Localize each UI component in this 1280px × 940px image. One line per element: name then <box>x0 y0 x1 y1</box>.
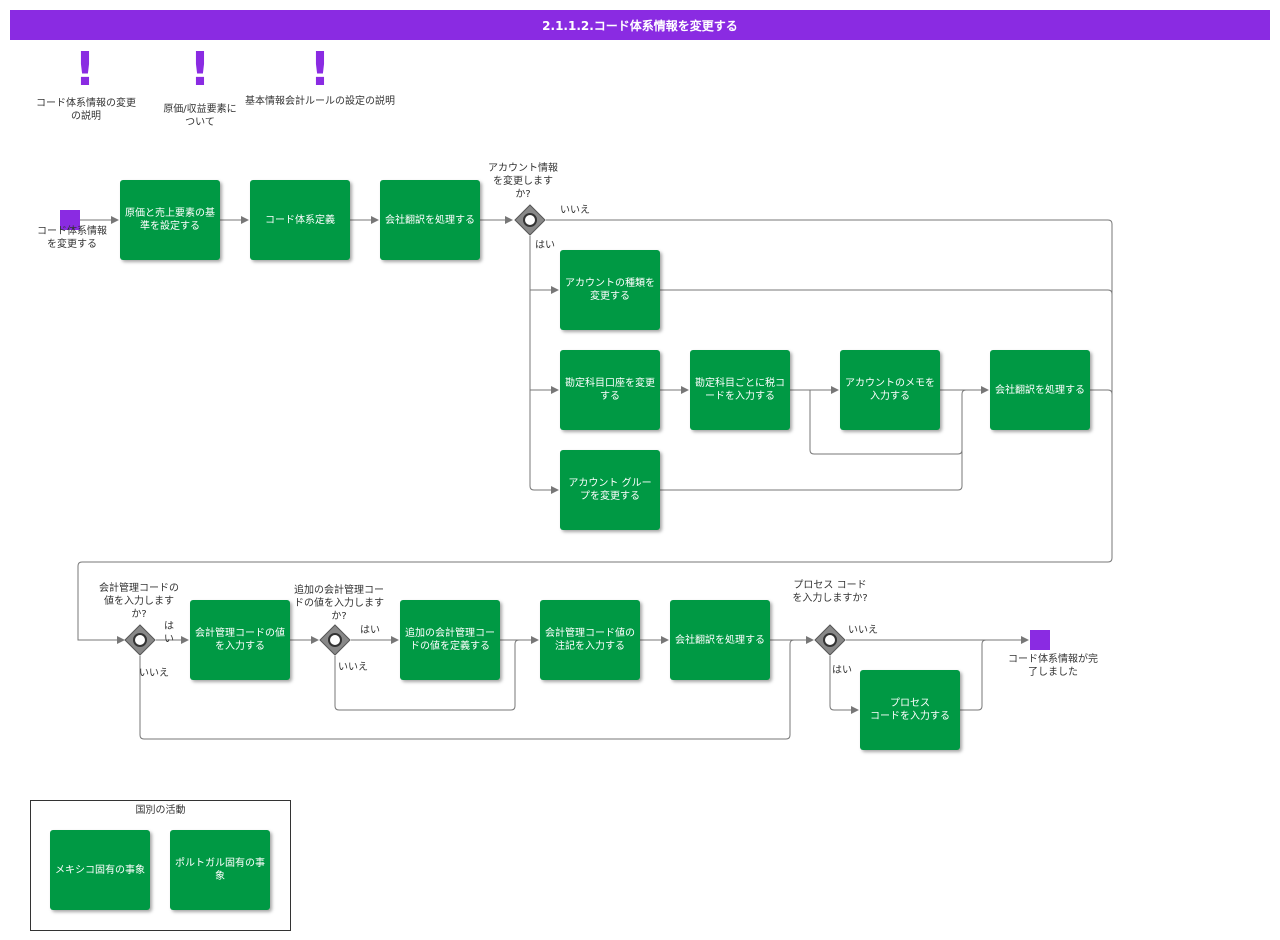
task-change-account-type[interactable]: アカウントの種類を変更する <box>560 250 660 330</box>
gateway-enter-mgmt-code-values[interactable] <box>124 624 156 656</box>
end-event-label: コード体系情報が完了しました <box>1008 654 1098 678</box>
task-set-cost-revenue-basis[interactable]: 原価と売上要素の基準を設定する <box>120 180 220 260</box>
task-company-translation-1[interactable]: 会社翻訳を処理する <box>380 180 480 260</box>
note-label-1: コード体系情報の変更の説明 <box>36 98 136 122</box>
gateway-change-account-info-yes: はい <box>535 240 555 251</box>
task-change-account-group[interactable]: アカウント グループを変更する <box>560 450 660 530</box>
task-company-translation-3[interactable]: 会社翻訳を処理する <box>670 600 770 680</box>
gateway-enter-additional-codes-yes: はい <box>360 625 380 636</box>
legend-title: 国別の活動 <box>135 805 186 816</box>
gateway-enter-additional-codes-question: 追加の会計管理コードの値を入力しますか? <box>294 585 384 622</box>
task-enter-process-code[interactable]: プロセス コードを入力する <box>860 670 960 750</box>
diagram-title: 2.1.1.2.コード体系情報を変更する <box>10 10 1270 40</box>
task-company-translation-2[interactable]: 会社翻訳を処理する <box>990 350 1090 430</box>
gateway-enter-mgmt-code-values-no: いいえ <box>139 668 169 679</box>
task-enter-mgmt-code-notes[interactable]: 会計管理コード値の注記を入力する <box>540 600 640 680</box>
start-event[interactable] <box>60 210 80 230</box>
gateway-change-account-info-no: いいえ <box>560 205 590 216</box>
task-enter-mgmt-code-values[interactable]: 会計管理コードの値を入力する <box>190 600 290 680</box>
task-code-structure-definition[interactable]: コード体系定義 <box>250 180 350 260</box>
flow-t8-merge <box>1090 389 1113 395</box>
flow-t14-end <box>960 639 987 711</box>
legend-item-mexico[interactable]: メキシコ固有の事象 <box>50 830 150 910</box>
task-enter-account-memo[interactable]: アカウントのメモを入力する <box>840 350 940 430</box>
note-icon-3[interactable]: ! <box>309 42 331 96</box>
note-icon-2[interactable]: ! <box>189 42 211 96</box>
gateway-change-account-info[interactable] <box>514 204 546 236</box>
gateway-enter-process-code-question: プロセス コードを入力しますか? <box>792 580 868 604</box>
task-define-additional-mgmt-codes[interactable]: 追加の会計管理コードの値を定義する <box>400 600 500 680</box>
flow-merge-top <box>961 389 967 395</box>
gateway-enter-mgmt-code-values-question: 会計管理コードの値を入力しますか? <box>99 583 179 620</box>
note-label-2: 原価/収益要素について <box>163 104 237 128</box>
flow-t4-merge <box>660 289 1113 295</box>
end-event[interactable] <box>1030 630 1050 650</box>
legend-frame <box>30 800 291 931</box>
note-icon-1[interactable]: ! <box>74 42 96 96</box>
gateway-enter-process-code-no: いいえ <box>848 625 878 636</box>
gateway-enter-additional-codes-no: いいえ <box>338 662 368 673</box>
gateway-enter-process-code-yes: はい <box>832 665 852 676</box>
start-event-label: コード体系情報を変更する <box>37 226 107 250</box>
flow-g1-yes <box>529 236 559 494</box>
gateway-change-account-info-question: アカウント情報を変更しますか? <box>488 163 558 200</box>
task-change-gl-accounts[interactable]: 勘定科目口座を変更する <box>560 350 660 430</box>
note-label-3: 基本情報会計ルールの設定の説明 <box>245 96 395 107</box>
task-enter-tax-code-per-account[interactable]: 勘定科目ごとに税コードを入力する <box>690 350 790 430</box>
gateway-enter-mgmt-code-values-yes: はい <box>164 621 174 645</box>
legend-item-portugal[interactable]: ポルトガル固有の事象 <box>170 830 270 910</box>
gateway-enter-process-code[interactable] <box>814 624 846 656</box>
gateway-enter-additional-codes[interactable] <box>319 624 351 656</box>
